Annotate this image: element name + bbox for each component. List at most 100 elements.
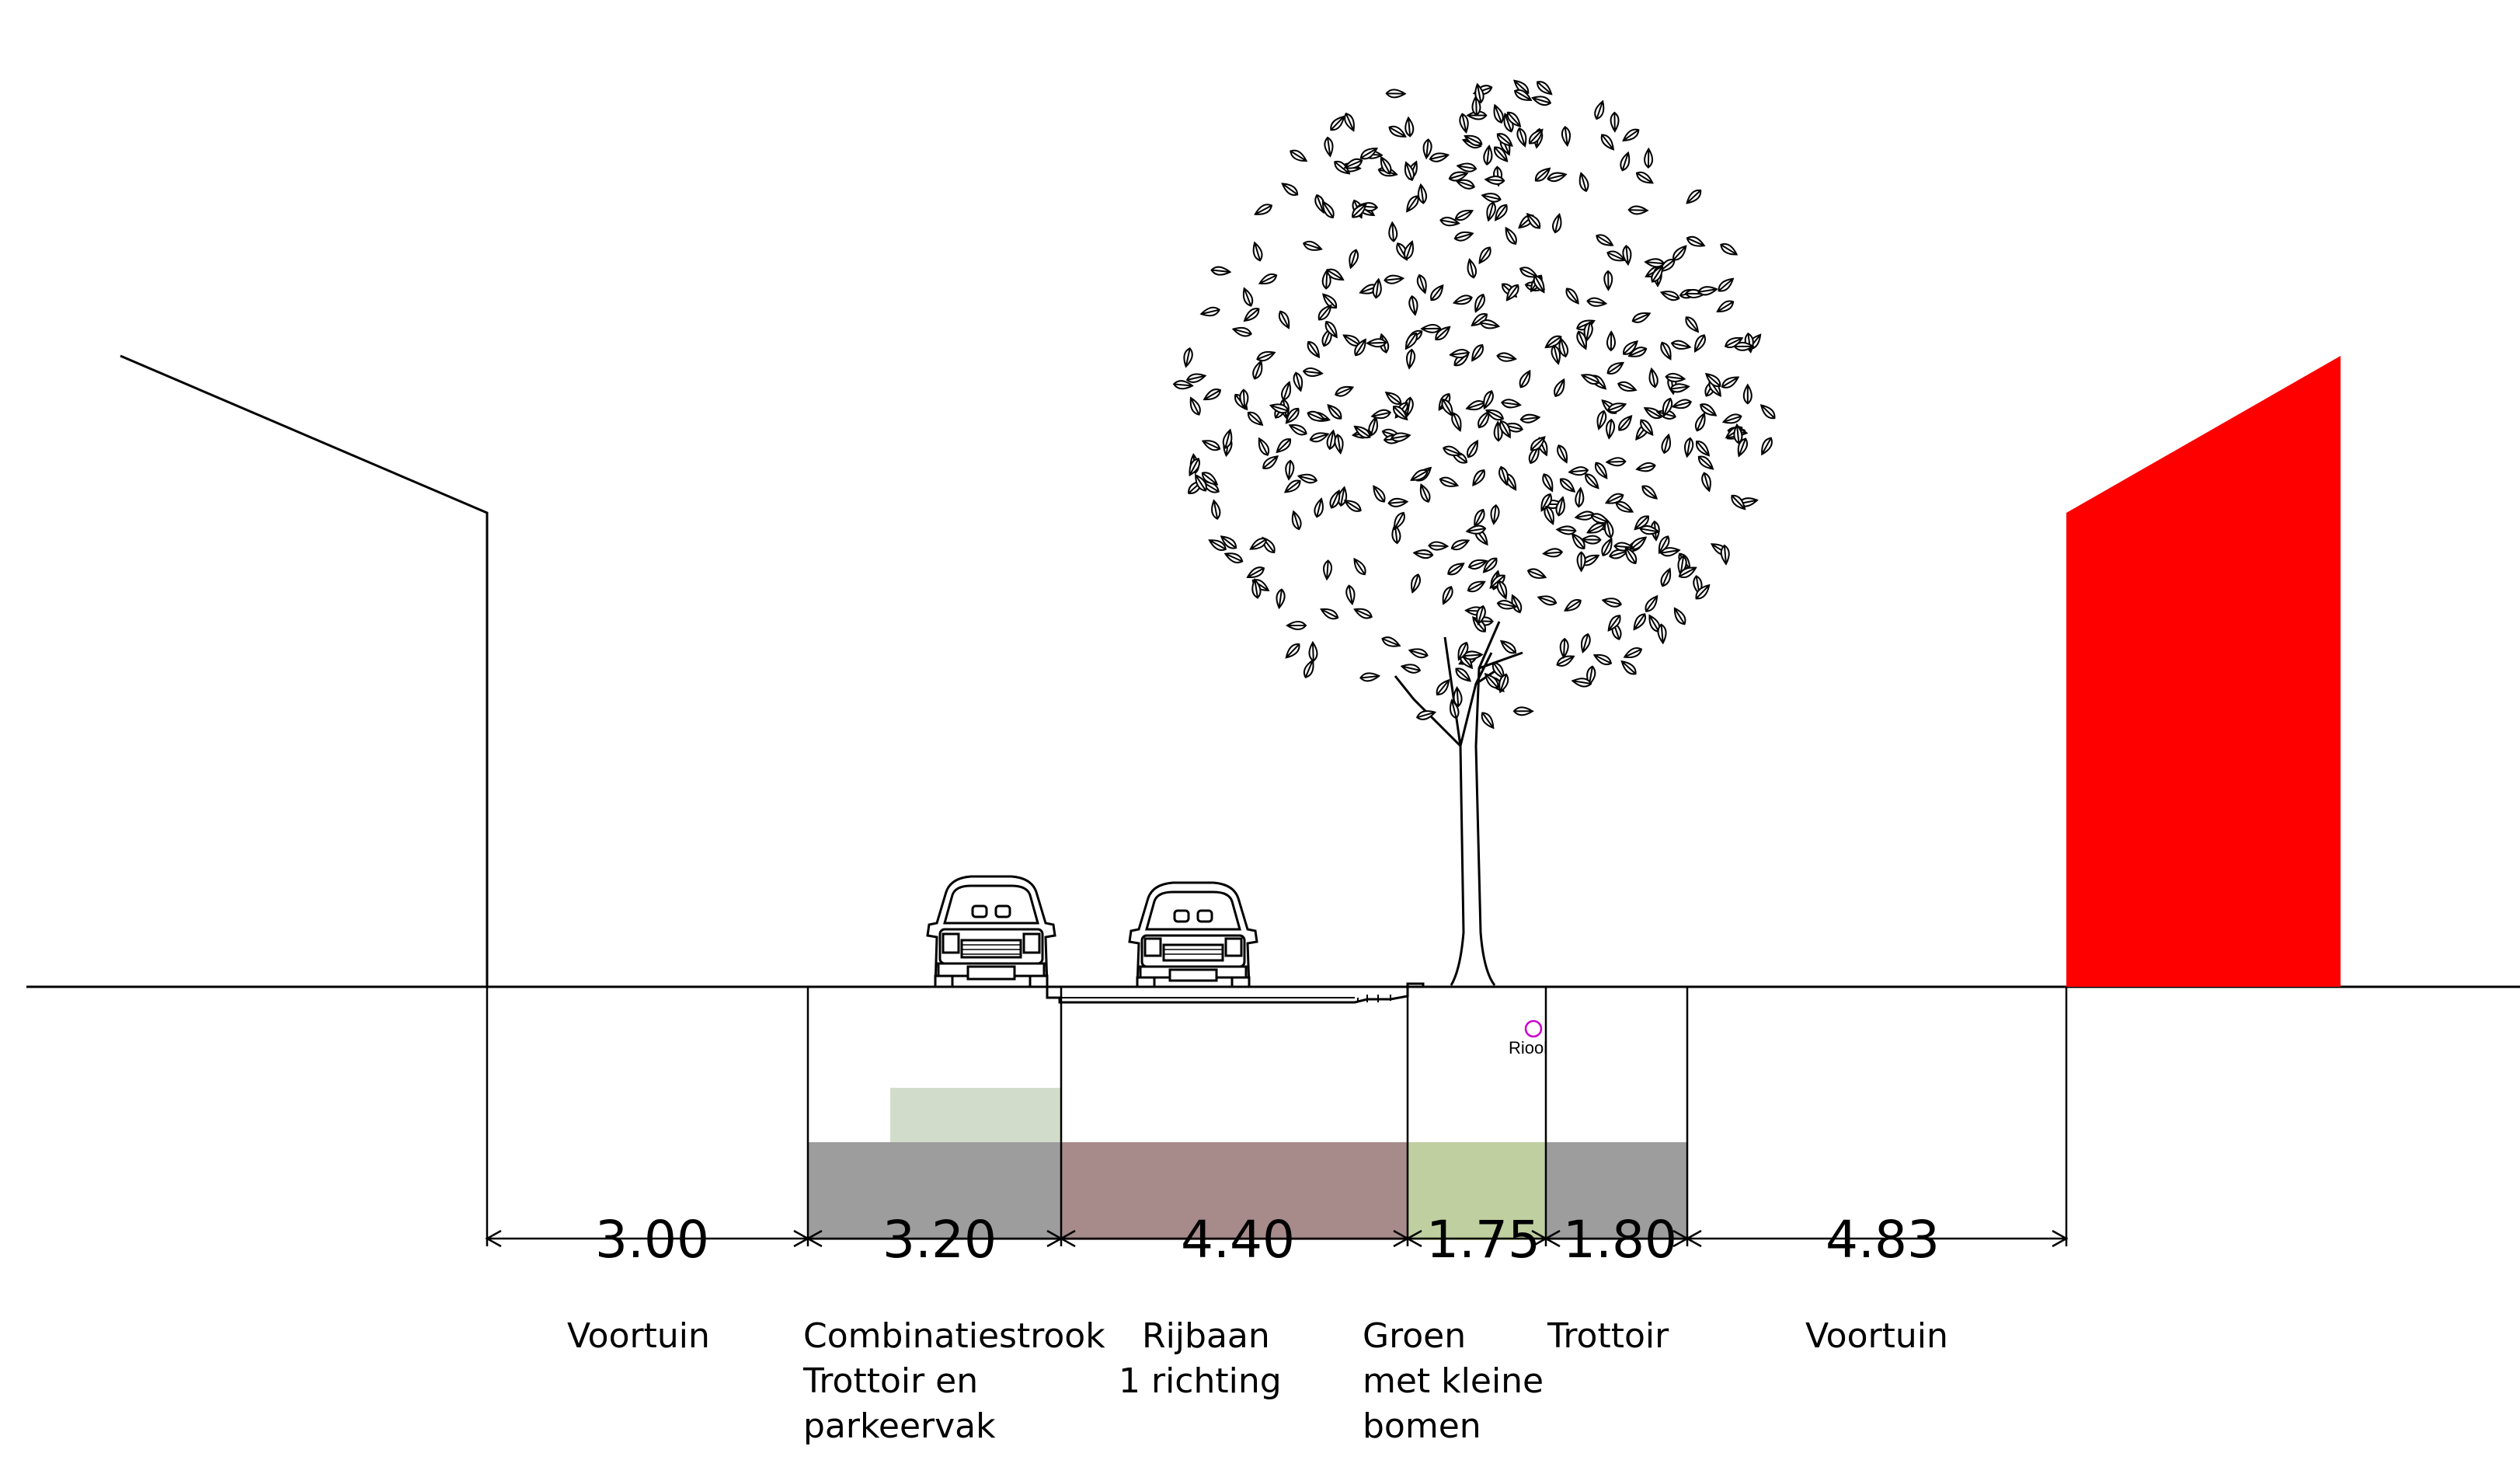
leaf	[1495, 204, 1508, 221]
leaf	[1759, 404, 1776, 420]
leaf	[1617, 381, 1638, 392]
leaf	[1558, 336, 1569, 358]
leaf	[1592, 653, 1613, 666]
leaf	[1239, 389, 1249, 410]
zone-parkeervak	[890, 1088, 1061, 1142]
leaf	[1601, 537, 1613, 557]
leaf	[1419, 483, 1431, 504]
dimension-combinatiestrook: 3.20	[882, 1210, 997, 1270]
leaf	[1578, 172, 1589, 193]
leaf	[1606, 402, 1627, 413]
leaf	[1324, 320, 1338, 339]
leaf	[1481, 193, 1502, 203]
leaf	[1256, 350, 1276, 362]
leaf	[1185, 373, 1207, 383]
leaf	[1189, 396, 1201, 416]
label-voortuin-right-line-1: Voortuin	[1805, 1316, 1948, 1356]
leaf	[1506, 111, 1522, 128]
leaf	[1516, 127, 1527, 148]
leaf	[1462, 650, 1484, 660]
leaf	[1742, 383, 1753, 405]
leaf	[1291, 510, 1302, 531]
leaf	[1439, 216, 1460, 227]
leaf	[1472, 469, 1485, 487]
riool-label: Riool	[1509, 1038, 1547, 1058]
leaf	[1387, 497, 1409, 507]
label-rijbaan-line-1: Rijbaan	[1142, 1316, 1270, 1356]
leaf	[1231, 326, 1252, 337]
leaf	[1641, 485, 1658, 500]
leaf	[1716, 300, 1735, 313]
leaf	[1415, 710, 1437, 720]
leaf	[1537, 595, 1558, 606]
leaf	[1721, 413, 1742, 424]
leaf	[1486, 201, 1496, 222]
leaf	[1410, 469, 1429, 481]
leaf	[1452, 294, 1473, 305]
leaf	[1594, 462, 1608, 479]
leaf	[1620, 151, 1631, 172]
leaf	[1370, 409, 1391, 420]
leaf	[1456, 162, 1478, 172]
leaf	[1353, 608, 1373, 619]
boundary-lines	[486, 987, 2068, 1246]
leaf	[1704, 372, 1721, 388]
leaf	[1172, 380, 1194, 390]
leaf	[1576, 551, 1586, 573]
leaf	[1454, 209, 1474, 221]
leaf	[1465, 524, 1487, 535]
leaf	[1737, 437, 1748, 458]
leaf	[1651, 264, 1664, 283]
leaf	[1555, 525, 1577, 535]
leaf	[1505, 284, 1519, 301]
leaf	[1606, 361, 1625, 375]
leaf	[1607, 615, 1621, 632]
label-groen-line-3: bomen	[1363, 1406, 1481, 1446]
leaf	[1262, 455, 1279, 469]
leaf	[1394, 511, 1405, 531]
leaf	[1408, 295, 1418, 316]
label-groen-line-1: Groen	[1363, 1316, 1466, 1356]
leaf	[1547, 172, 1568, 183]
leaf	[1559, 637, 1569, 659]
leaf	[1511, 594, 1523, 614]
zone-groen	[1408, 1142, 1546, 1240]
leaf	[1537, 81, 1553, 96]
label-voortuin-left-line-1: Voortuin	[567, 1316, 710, 1356]
leaf	[1321, 200, 1335, 219]
leaf	[1622, 245, 1632, 267]
leaf	[1476, 605, 1486, 625]
leaf	[1343, 500, 1362, 512]
leaf	[1249, 538, 1268, 550]
leaf	[1285, 459, 1295, 481]
leaf	[1571, 678, 1592, 688]
leaf	[1697, 455, 1714, 470]
leaf	[1343, 158, 1363, 169]
leaf	[1384, 274, 1405, 284]
leaf	[1457, 641, 1469, 661]
leaf	[1697, 286, 1718, 296]
leaf	[1644, 147, 1654, 169]
leaf	[1513, 89, 1533, 101]
zone-rijbaan	[1061, 1142, 1408, 1240]
leaf	[1254, 204, 1273, 215]
leaf	[1721, 376, 1740, 389]
leaf	[1693, 334, 1706, 353]
leaf	[1606, 250, 1627, 262]
leaf	[1258, 273, 1278, 285]
leaf	[1373, 485, 1386, 503]
leaf	[1465, 400, 1486, 411]
leaf	[1606, 418, 1616, 440]
leaf	[1220, 535, 1237, 549]
leaf	[1493, 146, 1509, 162]
leaf	[1685, 316, 1700, 333]
leaf	[1412, 549, 1434, 559]
leaf	[1430, 284, 1444, 301]
leaf	[1420, 323, 1442, 333]
leaf	[1662, 397, 1673, 418]
leaf	[1309, 432, 1330, 443]
leaf	[1482, 557, 1498, 573]
leaf	[1631, 312, 1652, 323]
leaf	[1604, 493, 1624, 504]
